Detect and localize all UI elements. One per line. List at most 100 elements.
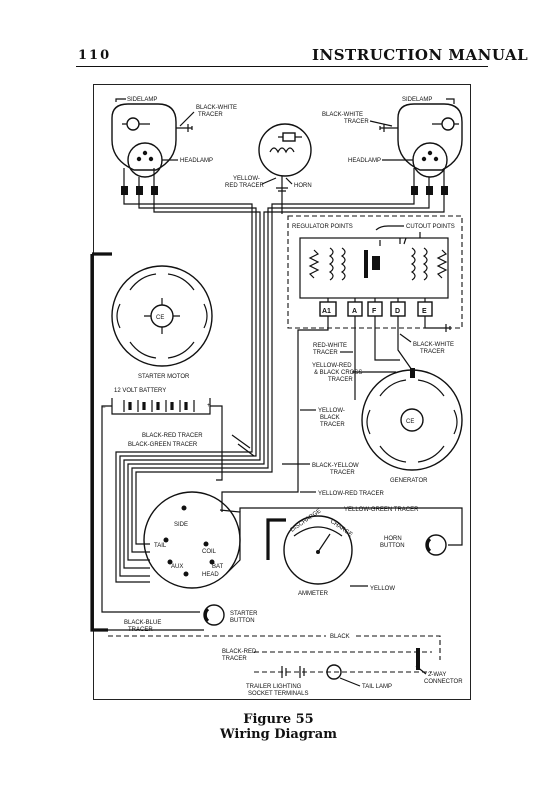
figure-number: Figure 55 bbox=[243, 712, 314, 727]
battery: − + bbox=[102, 398, 211, 415]
starter-ce-label: CE bbox=[156, 315, 164, 321]
label-sidelamp-right: SIDELAMP bbox=[402, 97, 432, 103]
starter-motor: CE bbox=[111, 265, 213, 367]
right-lamp-connectors bbox=[411, 168, 448, 195]
label-red-white-tracer-2: TRACER bbox=[313, 350, 338, 356]
starter-button bbox=[203, 604, 225, 626]
generator: CE bbox=[361, 368, 463, 471]
wire-d bbox=[397, 316, 413, 371]
wire-e bbox=[424, 316, 451, 332]
battery-starter-cable bbox=[90, 252, 112, 632]
label-headlamp-right: HEADLAMP bbox=[348, 158, 381, 164]
label-regulator-points: REGULATOR POINTS bbox=[292, 224, 353, 230]
label-starter-button-1: STARTER bbox=[230, 611, 258, 617]
label-trailer-1: TRAILER LIGHTING bbox=[246, 684, 302, 690]
battery-plus: + bbox=[207, 403, 211, 409]
horn-button bbox=[425, 534, 447, 556]
left-headlamp bbox=[111, 103, 193, 178]
label-red-white-tracer-1: RED-WHITE bbox=[313, 343, 347, 349]
label-bw-tracer-left-1: BLACK-WHITE bbox=[196, 105, 237, 111]
wire-a1 bbox=[297, 316, 329, 440]
label-yellow-red-tracer-2: RED TRACER bbox=[225, 183, 265, 189]
wire-black bbox=[108, 635, 441, 660]
label-black-red-lower-1: BLACK-RED bbox=[222, 649, 257, 655]
two-way-connector bbox=[416, 648, 420, 670]
ammeter: DISCHARGE CHARGE bbox=[283, 508, 353, 585]
label-bw-tracer-left-2: TRACER bbox=[198, 112, 223, 118]
header-rule bbox=[76, 66, 488, 67]
bw-reg-leader bbox=[399, 333, 412, 343]
label-black-yellow-1: BLACK-YELLOW bbox=[312, 463, 359, 469]
terminal-e: E bbox=[422, 308, 427, 315]
label-headlamp-left: HEADLAMP bbox=[180, 158, 213, 164]
label-bw-tracer-right-1: BLACK-WHITE bbox=[322, 112, 363, 118]
cutout-leader bbox=[375, 225, 404, 231]
label-tail-lamp: TAIL LAMP bbox=[362, 684, 392, 690]
terminal-a: A bbox=[352, 308, 357, 315]
label-horn-button-2: BUTTON bbox=[380, 543, 405, 549]
label-trailer-2: SOCKET TERMINALS bbox=[248, 691, 308, 697]
main-harness bbox=[123, 188, 445, 440]
right-headlamp bbox=[379, 103, 463, 178]
battery-minus: − bbox=[102, 405, 106, 411]
br-bg-leaders bbox=[231, 434, 255, 457]
label-black-green: BLACK-GREEN TRACER bbox=[128, 442, 198, 448]
sidelamp-left-leader bbox=[115, 98, 126, 102]
label-yellow-black-2: BLACK bbox=[320, 415, 340, 421]
terminal-f: F bbox=[372, 308, 377, 315]
label-horn: HORN bbox=[294, 183, 312, 189]
wire-yellow-red bbox=[221, 440, 299, 512]
label-yrb-cross-2: & BLACK CROSS bbox=[314, 370, 362, 376]
label-yellow-red-main: YELLOW-RED TRACER bbox=[318, 491, 384, 497]
label-black-yellow-2: TRACER bbox=[330, 470, 355, 476]
label-yellow: YELLOW bbox=[370, 586, 395, 592]
regulator-terminals: A1 A F D E bbox=[319, 301, 433, 317]
label-black-red-lower-2: TRACER bbox=[222, 656, 247, 662]
label-black-blue-2: TRACER bbox=[128, 627, 153, 633]
label-black-blue-1: BLACK-BLUE bbox=[124, 620, 161, 626]
generator-ce-label: CE bbox=[406, 419, 414, 425]
label-generator: GENERATOR bbox=[390, 478, 428, 484]
tail-lamp-leader bbox=[339, 677, 361, 687]
tail-lamp bbox=[326, 664, 342, 680]
label-bw-reg-2: TRACER bbox=[420, 349, 445, 355]
bw-left-leader bbox=[179, 111, 195, 127]
ignition-switch bbox=[143, 491, 241, 589]
regulator-internals bbox=[299, 232, 449, 302]
label-starter-button-2: BUTTON bbox=[230, 618, 255, 624]
terminal-d: D bbox=[395, 308, 400, 315]
bw-right-leader bbox=[369, 120, 393, 127]
yr-tracer-leader bbox=[261, 177, 277, 185]
sidelamp-right-leader bbox=[446, 98, 455, 104]
label-battery: 12 VOLT BATTERY bbox=[114, 388, 166, 394]
battery-positive-lead bbox=[210, 405, 223, 481]
wire-f bbox=[374, 316, 400, 361]
label-black: BLACK bbox=[330, 634, 350, 640]
switch-coil: COIL bbox=[202, 549, 217, 555]
ammeter-cable bbox=[266, 518, 286, 560]
horn-leader bbox=[285, 177, 293, 185]
page-number: 110 bbox=[78, 48, 112, 63]
trailer-dashed bbox=[254, 651, 432, 673]
label-black-red-upper: BLACK-RED TRACER bbox=[142, 433, 203, 439]
label-horn-button-1: HORN bbox=[384, 536, 402, 542]
label-starter-motor: STARTER MOTOR bbox=[138, 374, 190, 380]
horn bbox=[258, 123, 312, 192]
label-sidelamp-left: SIDELAMP bbox=[127, 97, 157, 103]
terminal-a1: A1 bbox=[322, 308, 331, 315]
label-ammeter: AMMETER bbox=[298, 591, 329, 597]
label-bw-tracer-right-2: TRACER bbox=[344, 119, 369, 125]
trailer-socket bbox=[281, 666, 305, 678]
manual-title: INSTRUCTION MANUAL bbox=[312, 46, 529, 64]
label-yellow-green: YELLOW-GREEN TRACER bbox=[344, 507, 419, 513]
label-cutout-points: CUTOUT POINTS bbox=[406, 224, 455, 230]
label-yrb-cross-3: TRACER bbox=[328, 377, 353, 383]
label-yellow-black-1: YELLOW- bbox=[318, 408, 345, 414]
label-bw-reg-1: BLACK-WHITE bbox=[413, 342, 454, 348]
wire-yellow-green bbox=[239, 507, 463, 546]
label-two-way-2: CONNECTOR bbox=[424, 679, 463, 685]
battery-negative-lead bbox=[101, 405, 200, 613]
left-lamp-connectors bbox=[121, 168, 158, 195]
label-yellow-black-3: TRACER bbox=[320, 422, 345, 428]
